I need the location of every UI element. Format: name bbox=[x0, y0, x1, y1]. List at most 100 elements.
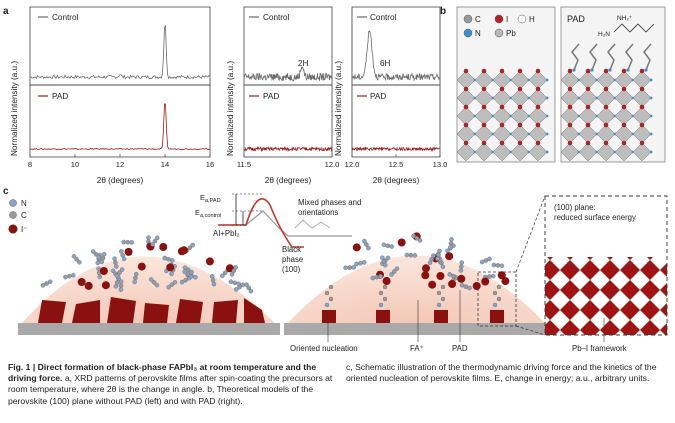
fa-ion bbox=[417, 238, 423, 243]
fa-ion bbox=[220, 273, 225, 279]
iodide-atom bbox=[499, 68, 505, 74]
pad-xrd-curve bbox=[29, 103, 211, 150]
x-tick-label: 12.5 bbox=[389, 160, 404, 169]
model-right-frame bbox=[560, 6, 666, 163]
atom-pb-label: Pb bbox=[506, 29, 516, 38]
pad-molecule bbox=[643, 43, 652, 71]
iodide-atom bbox=[499, 140, 505, 146]
x-axis-label: 2θ (degrees) bbox=[97, 176, 144, 185]
iodide-ion bbox=[352, 243, 361, 252]
fa-ion bbox=[77, 260, 82, 265]
fa-ion bbox=[436, 252, 441, 258]
panel-c-schematic: N C I⁻ bbox=[8, 193, 668, 353]
fa-ion bbox=[389, 272, 394, 277]
atom-i-icon bbox=[494, 14, 504, 24]
iodide-atom bbox=[481, 104, 487, 110]
caption-left-body: a, XRD patterns of perovskite films afte… bbox=[8, 373, 333, 406]
fa-ion bbox=[437, 248, 442, 254]
iodide-atom bbox=[463, 104, 469, 110]
legend-pad: PAD bbox=[52, 92, 68, 101]
fa-ion bbox=[154, 282, 160, 288]
atom-legend: C I H N Pb bbox=[463, 14, 535, 38]
fa-ion bbox=[47, 279, 53, 285]
legend-control: Control bbox=[52, 13, 79, 22]
fa-ion bbox=[351, 265, 356, 270]
pad-xrd-curve bbox=[243, 145, 333, 153]
fa-cation bbox=[649, 78, 653, 82]
fa-ion bbox=[112, 256, 117, 261]
legend-pad: PAD bbox=[263, 92, 279, 101]
pad-chain-atom bbox=[382, 296, 388, 302]
fa-ion bbox=[133, 271, 139, 277]
fa-ion bbox=[248, 288, 254, 294]
y-axis-label: Normalized intensity (a.u.) bbox=[226, 61, 235, 156]
iodide-atom bbox=[621, 140, 627, 146]
fa-ion bbox=[385, 255, 391, 261]
pad-xrd-curve bbox=[351, 146, 440, 152]
fa-ion bbox=[439, 260, 444, 266]
fa-ion bbox=[448, 245, 453, 250]
fa-ion bbox=[431, 253, 436, 258]
fa-label: FA⁺ bbox=[410, 344, 424, 353]
x-tick-label: 12.0 bbox=[325, 160, 340, 169]
iodide-ion bbox=[445, 252, 454, 261]
atom-i-label: I bbox=[506, 15, 508, 24]
fa-ion bbox=[95, 260, 100, 266]
x-tick-label: 12.0 bbox=[345, 160, 360, 169]
fa-cation bbox=[545, 96, 549, 100]
octahedra-grid-right bbox=[560, 68, 653, 162]
fa-ion bbox=[166, 256, 171, 262]
iodide-ion bbox=[177, 247, 186, 256]
fa-ion bbox=[229, 272, 235, 277]
fa-cation bbox=[649, 150, 653, 154]
fa-ion bbox=[74, 257, 79, 262]
iodide-atom bbox=[499, 86, 505, 92]
x-tick-label: 11.5 bbox=[237, 160, 251, 169]
pbi6-octahedron bbox=[492, 142, 512, 162]
peak-annotation-2h: 2H bbox=[298, 59, 309, 68]
fa-ion bbox=[190, 242, 195, 248]
energy-curve-pad bbox=[218, 198, 304, 248]
pad-chain-atom bbox=[378, 290, 384, 296]
ions-cloud-left bbox=[40, 235, 254, 294]
iodide-atom bbox=[517, 86, 523, 92]
fa-ion bbox=[479, 259, 485, 265]
fa-ion bbox=[378, 274, 383, 279]
atom-n-label: N bbox=[475, 29, 481, 38]
fa-ion bbox=[381, 242, 387, 248]
fa-ion bbox=[391, 269, 397, 274]
panel-b-crystal-models: C I H N Pb PAD NH₂⁺ H₂N bbox=[456, 6, 666, 163]
pbi6-octahedron bbox=[510, 142, 530, 162]
iodide-atom bbox=[639, 104, 645, 110]
fa-ion bbox=[119, 267, 125, 272]
fa-ion bbox=[412, 253, 418, 258]
iodide-atom bbox=[621, 68, 627, 74]
pad-nitrogen bbox=[608, 68, 612, 72]
fa-ion bbox=[101, 251, 107, 257]
fa-ion bbox=[185, 271, 191, 277]
iodide-atom bbox=[517, 68, 523, 74]
iodide-atom bbox=[567, 140, 573, 146]
pad-chain-atom bbox=[496, 296, 502, 302]
iodide-ion bbox=[501, 277, 510, 286]
legend-control: Control bbox=[370, 13, 397, 22]
fa-ion bbox=[499, 263, 505, 269]
framework-label: Pb–I framework bbox=[572, 344, 627, 353]
caption-left: Fig. 1 | Direct formation of black-phase… bbox=[8, 362, 333, 407]
iodide-ion bbox=[84, 281, 93, 290]
fa-ion bbox=[100, 255, 106, 261]
fa-ion bbox=[385, 243, 391, 248]
iodide-ion bbox=[99, 267, 108, 275]
iodide-ion bbox=[436, 272, 445, 280]
ion-c-label: C bbox=[21, 211, 27, 220]
iodide-atom bbox=[621, 86, 627, 92]
fa-ion bbox=[491, 262, 497, 268]
ion-c-icon bbox=[9, 211, 17, 219]
fa-ion bbox=[186, 267, 191, 273]
pbi6-octahedron bbox=[560, 142, 580, 162]
fa-ion bbox=[404, 252, 410, 258]
pbi6-octahedron bbox=[632, 142, 652, 162]
fa-ion bbox=[232, 280, 238, 286]
iodide-atom bbox=[585, 68, 591, 74]
